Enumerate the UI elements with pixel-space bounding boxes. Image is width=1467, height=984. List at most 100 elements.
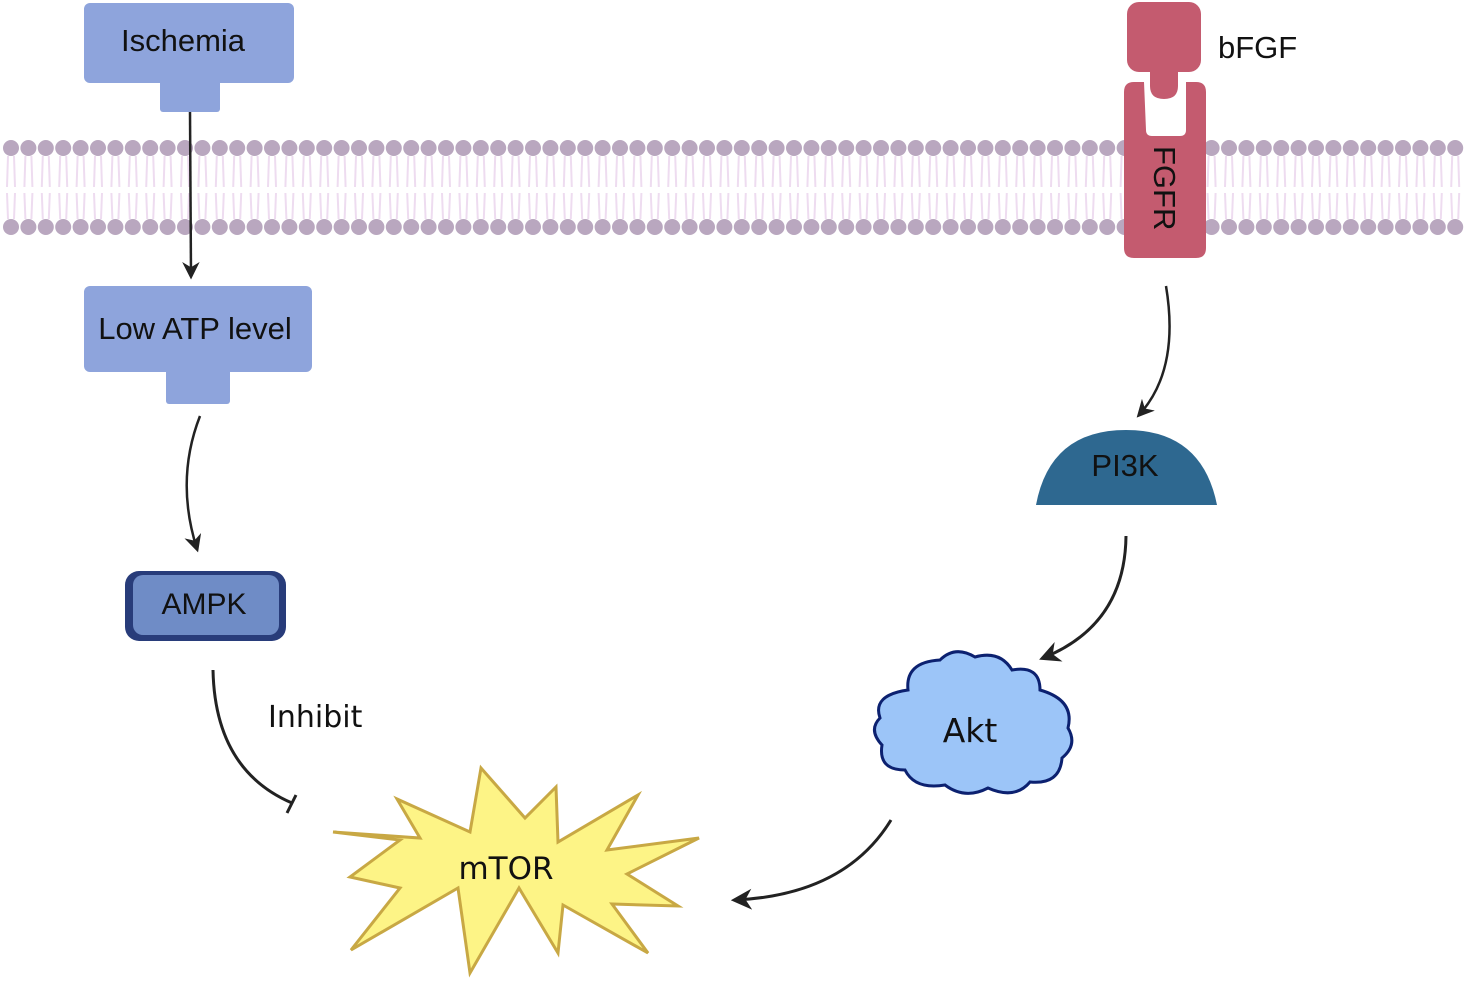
- lipid-tail: [1311, 155, 1321, 220]
- lipid-tail: [736, 155, 747, 220]
- lipid-tail: [528, 155, 538, 220]
- lipid-head: [1290, 219, 1307, 235]
- lipid-head: [351, 219, 367, 235]
- lipid-tail: [267, 155, 277, 220]
- lipid-head: [1342, 140, 1359, 156]
- lipid-head: [142, 219, 159, 235]
- lipid-head: [351, 140, 367, 156]
- lipid-tail: [841, 155, 852, 220]
- lipid-head: [751, 219, 768, 235]
- lipid-head: [246, 140, 263, 156]
- lipid-head: [646, 140, 663, 156]
- lipid-head: [37, 219, 54, 235]
- lipid-head: [838, 140, 855, 156]
- lipid-tail: [823, 155, 834, 220]
- lipid-head: [403, 219, 420, 235]
- lipid-head: [1012, 140, 1029, 156]
- fgfr-receptor: FGFR: [1124, 82, 1206, 258]
- lipid-head: [316, 140, 333, 156]
- lipid-tail: [1450, 155, 1461, 220]
- lipid-head: [55, 140, 72, 156]
- lipid-head: [1064, 219, 1081, 235]
- lipid-head: [594, 219, 611, 235]
- bfgf-ligand: [1127, 2, 1201, 99]
- lipid-head: [20, 140, 37, 156]
- lipid-head: [942, 219, 959, 235]
- lipid-head: [577, 140, 594, 156]
- lipid-tail: [319, 155, 330, 220]
- lipid-tail: [110, 155, 121, 220]
- lipid-head: [646, 219, 663, 235]
- lipid-head: [559, 140, 576, 156]
- lipid-tail: [301, 155, 312, 220]
- lipid-head: [733, 219, 750, 235]
- lipid-tail: [180, 155, 190, 220]
- lipid-head: [629, 219, 646, 235]
- lipid-tail: [702, 155, 712, 220]
- lipid-head: [1221, 140, 1237, 156]
- lipid-head: [681, 219, 698, 235]
- lipid-tail: [858, 155, 869, 220]
- mtor-label: mTOR: [458, 851, 553, 887]
- lipid-head: [194, 219, 211, 235]
- lipid-head: [716, 219, 733, 235]
- lipid-tail: [93, 155, 103, 220]
- lipid-head: [385, 140, 402, 156]
- lipid-head: [699, 140, 715, 156]
- lipid-head: [264, 140, 280, 156]
- lipid-tail: [684, 155, 695, 220]
- lipid-head: [1395, 219, 1411, 235]
- lipid-head: [1429, 140, 1446, 156]
- lipid-head: [368, 140, 385, 156]
- lipid-head: [1429, 219, 1446, 235]
- lipid-head: [90, 140, 106, 156]
- lipid-tail: [354, 155, 364, 220]
- lipid-head: [1395, 140, 1411, 156]
- lipid-tail: [371, 155, 382, 220]
- lipid-head: [107, 219, 124, 235]
- arrow-akt-to-mtor: [730, 819, 893, 910]
- lipid-tail: [667, 155, 678, 220]
- lipid-head: [751, 140, 768, 156]
- lipid-head: [890, 219, 907, 235]
- lipid-tail: [719, 155, 730, 220]
- lipid-head: [786, 140, 802, 156]
- lipid-tail: [145, 155, 156, 220]
- lipid-head: [211, 219, 228, 235]
- lipid-tail: [406, 155, 417, 220]
- lipid-tail: [232, 155, 243, 220]
- lipid-head: [3, 219, 19, 235]
- lipid-head: [664, 140, 681, 156]
- lipid-tail: [58, 155, 69, 220]
- lipid-tail: [1345, 155, 1356, 220]
- lipid-head: [1360, 140, 1377, 156]
- lipid-tail: [1258, 155, 1269, 220]
- lipid-head: [159, 219, 176, 235]
- ampk-node: AMPK: [125, 571, 286, 641]
- lipid-head: [803, 219, 820, 235]
- lipid-head: [298, 140, 315, 156]
- lipid-head: [72, 140, 89, 156]
- lipid-head: [838, 219, 855, 235]
- lipid-head: [942, 140, 959, 156]
- lipid-tail: [23, 155, 34, 220]
- lipid-head: [960, 219, 976, 235]
- lipid-head: [577, 219, 594, 235]
- lipid-tail: [423, 155, 434, 220]
- lipid-head: [542, 219, 559, 235]
- lipid-tail: [6, 155, 16, 220]
- lipid-tail: [789, 155, 799, 220]
- lipid-head: [1360, 219, 1377, 235]
- lipid-head: [333, 219, 350, 235]
- low-atp-node: Low ATP level: [84, 286, 312, 404]
- lipid-head: [525, 140, 541, 156]
- lipid-head: [1377, 140, 1394, 156]
- lipid-head: [1081, 219, 1098, 235]
- cell-membrane: [3, 140, 1464, 235]
- lipid-head: [1203, 140, 1220, 156]
- lipid-head: [1447, 219, 1464, 235]
- lipid-tail: [997, 155, 1008, 220]
- lipid-tail: [632, 155, 643, 220]
- lipid-tail: [1084, 155, 1095, 220]
- lipid-head: [472, 219, 489, 235]
